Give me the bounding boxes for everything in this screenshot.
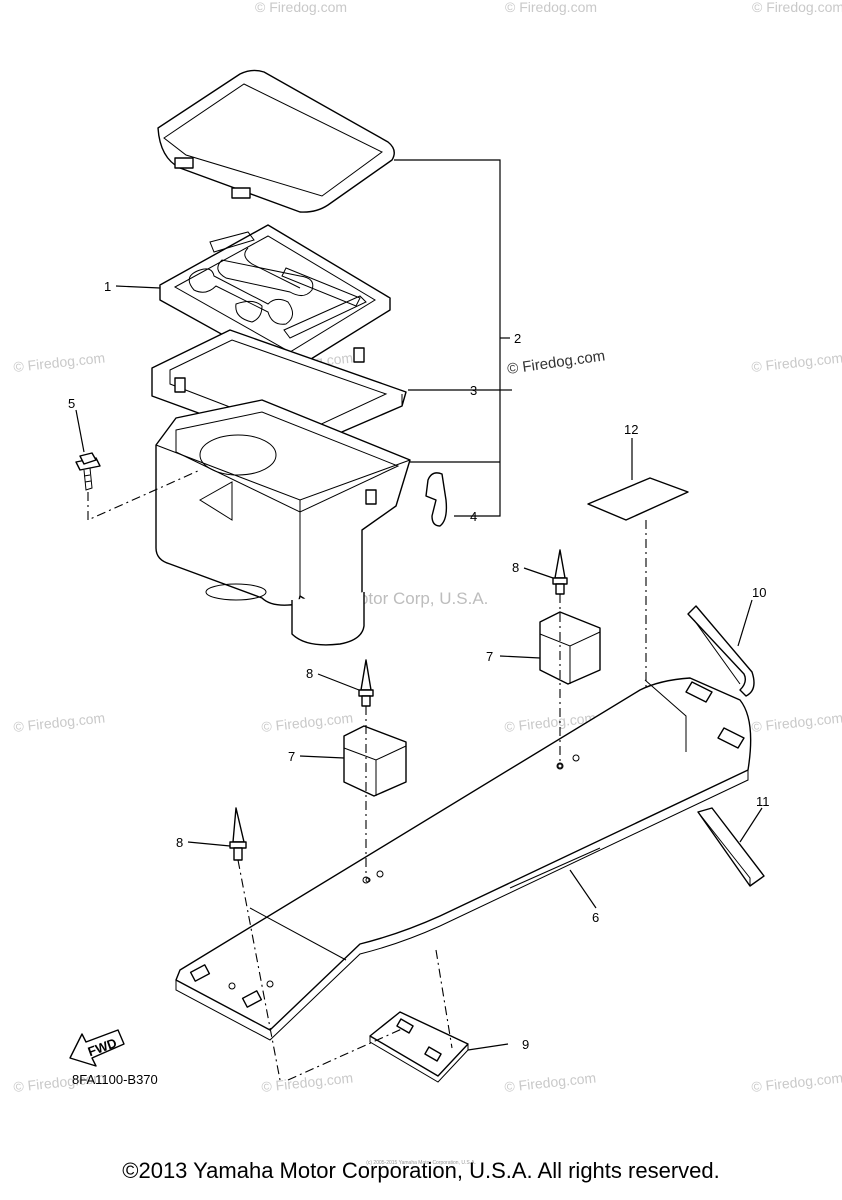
base-tray <box>175 677 752 1041</box>
small-plate-part <box>369 1011 469 1083</box>
bolt-part <box>75 452 101 491</box>
watermark: © Firedog.com <box>504 1069 597 1095</box>
rivet-parts <box>229 549 568 861</box>
tool-tray <box>159 224 391 373</box>
watermark-dark: © Firedog.com <box>506 347 606 378</box>
callout-label: 10 <box>752 585 766 600</box>
watermark: © Firedog.com <box>505 0 597 15</box>
watermark: © Firedog.com <box>751 709 842 735</box>
callout-label: 7 <box>486 649 493 664</box>
callout-label: 4 <box>470 509 477 524</box>
rubber-bar-part <box>697 807 765 887</box>
watermark: © Firedog.com <box>751 1069 842 1095</box>
diagram-code: 8FA1100-B370 <box>72 1072 158 1087</box>
copyright-footer: ©2013 Yamaha Motor Corporation, U.S.A. A… <box>122 1158 720 1183</box>
callout-label: 8 <box>512 560 519 575</box>
bracket-parts <box>343 611 601 797</box>
callout-label: 8 <box>306 666 313 681</box>
watermark: © Firedog.com <box>751 349 842 375</box>
storage-box <box>155 399 411 646</box>
watermark: © Firedog.com <box>752 0 842 15</box>
watermark: © Firedog.com <box>261 709 354 735</box>
watermark: © Firedog.com <box>261 1069 354 1095</box>
watermarks: © Firedog.com © Firedog.com © Firedog.co… <box>13 0 842 1095</box>
callout-label: 7 <box>288 749 295 764</box>
callout-label: 6 <box>592 910 599 925</box>
callout-label: 1 <box>104 279 111 294</box>
fwd-label: FWD <box>86 1035 119 1059</box>
case-lid <box>157 69 395 213</box>
callout-labels: 1 2 3 4 5 6 7 7 8 8 8 9 10 11 12 <box>68 279 770 1052</box>
callout-label: 11 <box>756 794 770 809</box>
callout-label: 5 <box>68 396 75 411</box>
watermark: © Firedog.com <box>255 0 347 15</box>
callout-label: 8 <box>176 835 183 850</box>
tiny-copyright-notice: (c) 2005-2015 Yamaha Motor Corporation, … <box>366 1160 476 1166</box>
callout-label: 12 <box>624 422 638 437</box>
strap-part <box>687 605 755 697</box>
clip-part <box>425 472 448 527</box>
label-plate <box>587 477 689 521</box>
leader-lines <box>75 159 763 1081</box>
callout-label: 9 <box>522 1037 529 1052</box>
callout-label: 3 <box>470 383 477 398</box>
fwd-arrow-icon: FWD <box>69 1029 125 1067</box>
callout-label: 2 <box>514 331 521 346</box>
watermark: © Firedog.com <box>13 709 106 735</box>
watermark: © Firedog.com <box>13 349 106 375</box>
